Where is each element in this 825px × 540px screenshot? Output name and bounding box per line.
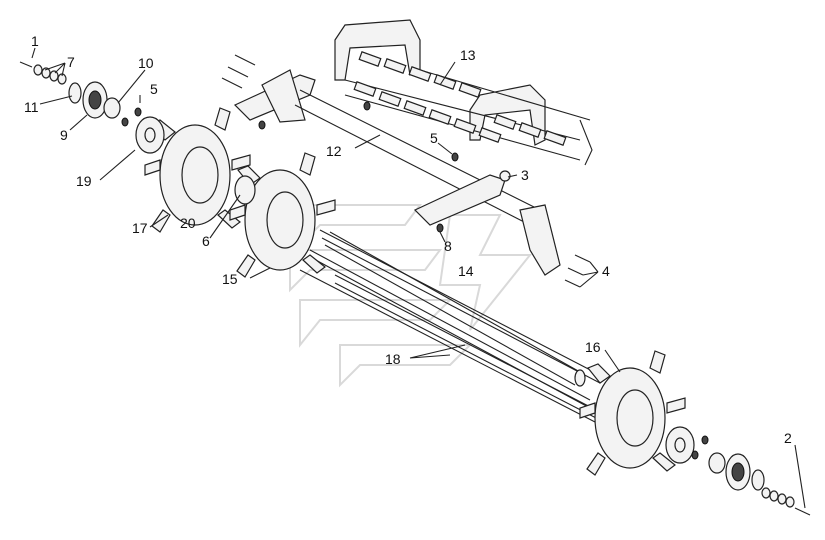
left-spiked-wheel <box>144 107 251 233</box>
bolts <box>19 54 811 516</box>
callout-20: 20 <box>180 215 196 231</box>
callout-7: 7 <box>67 54 75 70</box>
cross-bar <box>233 69 561 276</box>
callout-18: 18 <box>385 351 401 367</box>
right-hub-parts <box>665 426 765 491</box>
shafts <box>299 229 601 423</box>
frame-teeth <box>353 51 567 146</box>
callout-2: 2 <box>784 430 792 446</box>
callout-labels: 1 2 3 4 5 5 6 7 8 9 10 11 12 13 14 15 16… <box>24 33 792 446</box>
callout-15: 15 <box>222 271 238 287</box>
right-spiked-wheel <box>579 350 686 476</box>
callout-16: 16 <box>585 339 601 355</box>
callout-14: 14 <box>458 263 474 279</box>
upper-frame <box>334 19 593 166</box>
callout-19: 19 <box>76 173 92 189</box>
callout-5-center: 5 <box>430 130 438 146</box>
callout-12: 12 <box>326 143 342 159</box>
axle-tube <box>324 231 586 387</box>
callout-6: 6 <box>202 233 210 249</box>
left-hub-parts <box>68 81 256 205</box>
callout-1: 1 <box>31 33 39 49</box>
leader-lines <box>31 47 806 509</box>
callout-11: 11 <box>24 99 39 115</box>
callout-8: 8 <box>444 238 452 254</box>
callout-4: 4 <box>602 263 610 279</box>
callout-5-left: 5 <box>150 81 158 97</box>
callout-3: 3 <box>521 167 529 183</box>
middle-spiked-wheel <box>229 152 336 278</box>
callout-13: 13 <box>460 47 476 63</box>
callout-17: 17 <box>132 220 148 236</box>
callout-10: 10 <box>138 55 154 71</box>
washer-stacks <box>33 64 795 508</box>
callout-9: 9 <box>60 127 68 143</box>
